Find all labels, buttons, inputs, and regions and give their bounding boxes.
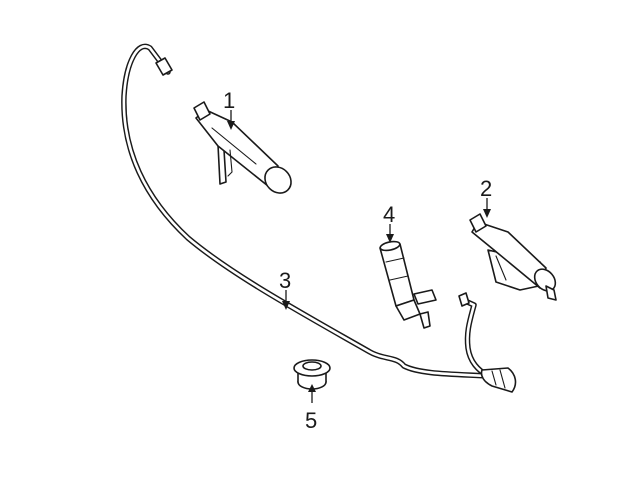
part-headlamp-nozzle-right[interactable] bbox=[469, 213, 560, 301]
callout-label-4: 4 bbox=[383, 202, 395, 227]
part-washer-hose[interactable] bbox=[121, 43, 517, 393]
callout-label-5: 5 bbox=[305, 408, 317, 433]
callout-4: 4 bbox=[383, 202, 395, 243]
part-headlamp-nozzle-left[interactable] bbox=[193, 101, 296, 198]
callout-1: 1 bbox=[223, 88, 235, 130]
part-washer-pump[interactable] bbox=[379, 240, 437, 329]
callout-3: 3 bbox=[279, 268, 291, 310]
callout-label-2: 2 bbox=[480, 176, 492, 201]
callout-5: 5 bbox=[305, 384, 317, 433]
part-grommet[interactable] bbox=[293, 359, 331, 390]
callout-label-1: 1 bbox=[223, 88, 235, 113]
callout-2: 2 bbox=[480, 176, 492, 218]
callout-label-3: 3 bbox=[279, 268, 291, 293]
